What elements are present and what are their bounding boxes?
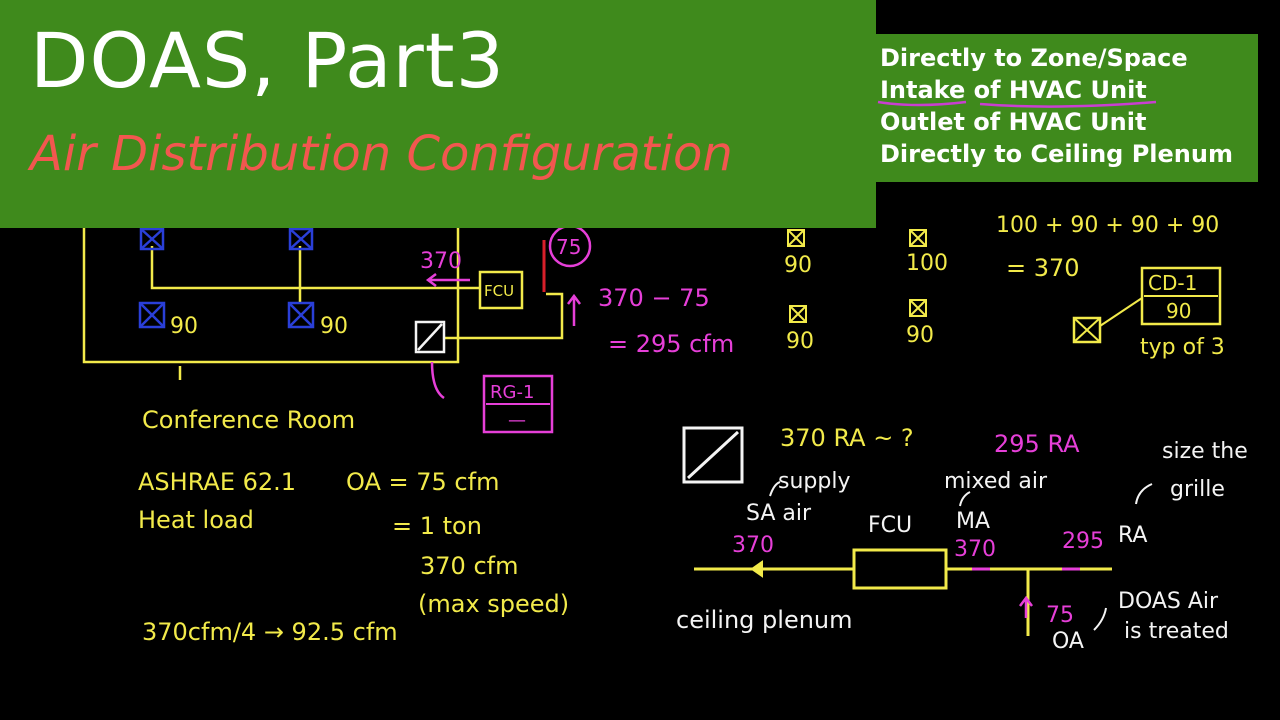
return-grille-icon bbox=[414, 320, 446, 354]
diffuser-icon bbox=[139, 227, 165, 251]
cd-tag-top: CD-1 bbox=[1148, 271, 1197, 295]
note-ton: = 1 ton bbox=[392, 512, 482, 540]
sa-370: 370 bbox=[732, 533, 774, 558]
diffuser-cfm-2: 90 bbox=[320, 314, 348, 339]
diffuser-icon bbox=[288, 227, 314, 251]
title-banner: DOAS, Part3 Air Distribution Configurati… bbox=[0, 0, 876, 228]
option-outlet-hvac: Outlet of HVAC Unit bbox=[880, 108, 1147, 136]
ra-295-num: 295 bbox=[1062, 529, 1104, 554]
option-intake-hvac: Intake of HVAC Unit bbox=[880, 76, 1147, 104]
option-zone-space: Directly to Zone/Space bbox=[880, 44, 1188, 72]
grille-leader bbox=[430, 361, 445, 400]
schem-fcu-box bbox=[852, 548, 948, 590]
oa-arrow bbox=[1019, 595, 1033, 618]
title-main: DOAS, Part3 bbox=[30, 16, 505, 105]
ra-295-label: 295 RA bbox=[994, 430, 1080, 458]
grid-cfm-3: 90 bbox=[786, 329, 814, 354]
diffusers-top bbox=[138, 227, 315, 329]
diffuser-cfm-1: 90 bbox=[170, 314, 198, 339]
intake-underline bbox=[877, 100, 1157, 108]
return-arrow bbox=[567, 293, 581, 326]
note-division: 370cfm/4 → 92.5 cfm bbox=[142, 618, 398, 646]
calc-line-2: = 295 cfm bbox=[608, 330, 734, 358]
room-label: Conference Room bbox=[142, 406, 355, 434]
typ-note: typ of 3 bbox=[1140, 335, 1225, 360]
diffuser-grid bbox=[787, 229, 927, 323]
doas-note-1: DOAS Air bbox=[1118, 589, 1219, 614]
size-grille-leader bbox=[1135, 483, 1153, 505]
cd-diffuser-icon bbox=[1072, 316, 1102, 344]
note-max-speed: (max speed) bbox=[418, 590, 569, 618]
cd-tag-bottom: 90 bbox=[1166, 299, 1191, 323]
schem-fcu-label: FCU bbox=[868, 513, 912, 538]
ceiling-grille-icon bbox=[682, 426, 744, 484]
option-ceiling-plenum: Directly to Ceiling Plenum bbox=[880, 140, 1233, 168]
diffuser-icon bbox=[287, 301, 315, 329]
room-outline bbox=[82, 226, 460, 364]
grille-tag-bottom: — bbox=[508, 410, 526, 431]
supply-label: supply bbox=[778, 469, 850, 494]
mixed-air-label: mixed air bbox=[944, 469, 1048, 494]
fcu-label: FCU bbox=[484, 282, 514, 300]
doas-note-2: is treated bbox=[1124, 619, 1229, 644]
note-oa: OA = 75 cfm bbox=[346, 468, 499, 496]
grille-tag-top: RG-1 bbox=[490, 382, 534, 403]
sa-arrow bbox=[750, 560, 763, 578]
oa-label: OA bbox=[1052, 629, 1084, 654]
grille-tag bbox=[482, 374, 554, 434]
oa-75: 75 bbox=[1046, 603, 1074, 628]
ma-370: 370 bbox=[954, 537, 996, 562]
ma-label: MA bbox=[956, 509, 990, 534]
ra-label: RA bbox=[1118, 523, 1147, 548]
supply-arrow bbox=[425, 273, 470, 287]
grid-cfm-1: 90 bbox=[784, 253, 812, 278]
sum-line: 100 + 90 + 90 + 90 bbox=[996, 213, 1219, 238]
question-label: 370 RA ~ ? bbox=[780, 424, 914, 452]
fcu-box bbox=[478, 270, 524, 310]
options-panel: Directly to Zone/Space Intake of HVAC Un… bbox=[876, 34, 1258, 182]
cd-tag bbox=[1140, 266, 1222, 326]
sa-air-label: SA air bbox=[746, 501, 812, 526]
floor-plan bbox=[82, 226, 564, 380]
title-subtitle: Air Distribution Configuration bbox=[30, 126, 733, 182]
ceiling-plenum-label: ceiling plenum bbox=[676, 606, 853, 634]
grid-cfm-4: 90 bbox=[906, 323, 934, 348]
supply-cfm-label: 370 bbox=[420, 249, 462, 274]
supply-duct bbox=[150, 246, 480, 290]
grid-cfm-2: 100 bbox=[906, 251, 948, 276]
oa-callout-value: 75 bbox=[556, 235, 581, 259]
note-ashrae: ASHRAE 62.1 bbox=[138, 468, 296, 496]
sum-result: = 370 bbox=[1006, 254, 1080, 282]
note-heat-load: Heat load bbox=[138, 506, 254, 534]
size-grille-1: size the bbox=[1162, 439, 1248, 464]
note-370: 370 cfm bbox=[420, 552, 518, 580]
diffuser-icon bbox=[138, 301, 166, 329]
size-grille-2: grille bbox=[1170, 477, 1225, 502]
calc-line-1: 370 − 75 bbox=[598, 284, 710, 312]
return-duct bbox=[444, 292, 564, 340]
